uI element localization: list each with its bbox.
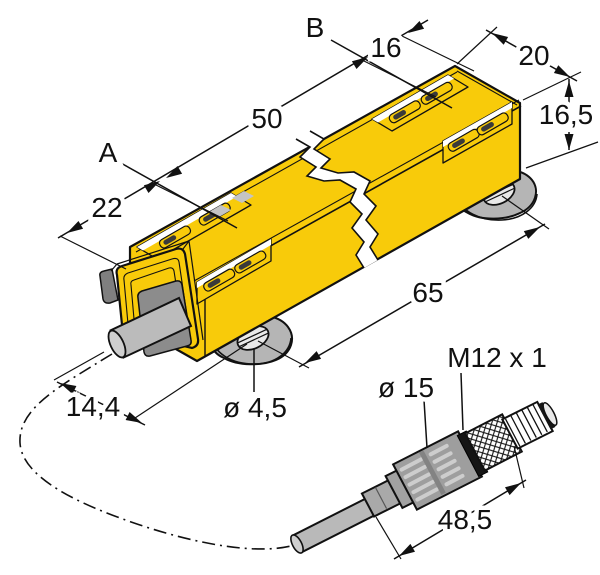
label-dim-65: 65 <box>412 277 443 308</box>
label-dim-14-4: 14,4 <box>66 391 121 422</box>
dimension-labels: B 16 20 16,5 50 A 22 65 14,4 ø 4,5 ø 15 … <box>61 8 598 540</box>
grip-ribs <box>399 443 465 502</box>
dimension-lines <box>53 19 599 560</box>
mounting-slot-top-rear <box>371 74 469 132</box>
label-dim-50: 50 <box>251 103 282 134</box>
connector-tip-face <box>542 402 558 426</box>
thread-lines <box>504 404 548 447</box>
connector-o-ring <box>456 430 489 478</box>
label-thread-m12: M12 x 1 <box>447 342 547 373</box>
mounting-slot-side-rear <box>442 101 513 164</box>
label-dim-20: 20 <box>518 40 549 71</box>
mounting-slot-side-front <box>196 238 272 305</box>
cable-routing-path <box>19 353 299 550</box>
leader-m12 <box>460 372 464 431</box>
grommet-nub <box>99 268 119 304</box>
label-dim-48-5: 48,5 <box>438 504 493 535</box>
connector-cable-end <box>290 534 304 554</box>
cable-end-face <box>107 329 127 359</box>
label-dia-15: ø 15 <box>378 372 434 403</box>
label-dia-4-5: ø 4,5 <box>223 392 287 423</box>
leader-dia-15 <box>423 399 428 449</box>
leader-a <box>118 161 238 229</box>
label-dim-16-5: 16,5 <box>539 99 594 130</box>
leader-b <box>330 39 453 109</box>
label-dim-16: 16 <box>370 32 401 63</box>
m12-connector <box>290 400 558 554</box>
led-indicator <box>232 191 254 203</box>
end-cap <box>99 240 204 359</box>
label-ref-a: A <box>99 137 118 168</box>
connector-cable <box>291 496 378 554</box>
break-line <box>295 130 379 269</box>
label-ref-b: B <box>306 12 325 43</box>
label-dim-22: 22 <box>91 192 122 223</box>
